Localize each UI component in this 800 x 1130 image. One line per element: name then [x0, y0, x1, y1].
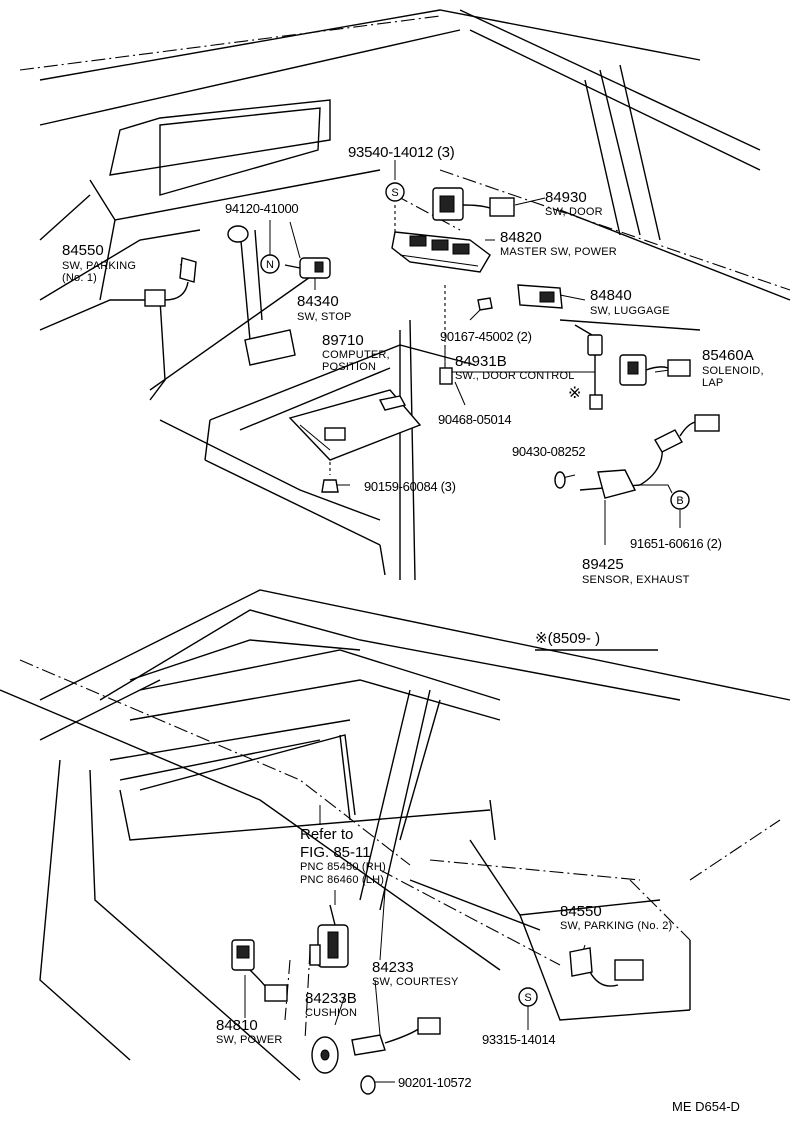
part-84820-master-switch: [391, 231, 491, 273]
part-94120-pedal-assembly: [227, 225, 296, 366]
figure-code: ME D654-D: [672, 1099, 740, 1114]
label-89710-desc: COMPUTER,: [322, 349, 390, 361]
label-84820-number: 84820: [500, 229, 542, 246]
symbol-s-upper: S: [385, 182, 405, 202]
label-85460-desc2: LAP: [702, 377, 724, 389]
label-pnc-lh: PNC 86460 (LH): [300, 874, 385, 886]
label-90167: 90167-45002 (2): [440, 329, 532, 344]
label-84930-desc: SW, DOOR: [545, 206, 603, 218]
label-84233b-desc: CUSHION: [305, 1007, 358, 1019]
part-89425-exhaust-sensor: [554, 414, 720, 499]
svg-text:N: N: [266, 259, 274, 271]
symbol-mark-upper: ※: [568, 385, 582, 402]
label-84340-desc: SW, STOP: [297, 311, 352, 323]
label-89425-number: 89425: [582, 556, 624, 573]
label-85460-desc: SOLENOID,: [702, 365, 764, 377]
part-84550-parking-switch-1: [144, 257, 197, 307]
label-84810-number: 84810: [216, 1017, 258, 1034]
label-refer-fig: FIG. 85-11: [300, 844, 371, 861]
label-84233-number: 84233: [372, 959, 414, 976]
label-94120: 94120-41000: [225, 201, 299, 216]
part-90167-screw: [477, 297, 493, 311]
label-85460-number: 85460A: [702, 347, 754, 364]
label-90201: 90201-10572: [398, 1075, 472, 1090]
label-84931-desc: SW., DOOR CONTROL: [455, 370, 575, 382]
part-84810-power-switch: [231, 939, 288, 1002]
part-93315-courtesy-lower: [351, 1017, 441, 1056]
part-84550-parking-switch-2: [569, 947, 644, 987]
part-84840-luggage-switch: [517, 284, 563, 309]
label-84340-number: 84340: [297, 293, 339, 310]
label-90159: 90159-60084 (3): [364, 479, 456, 494]
part-84931-door-control: [439, 324, 603, 410]
svg-text:S: S: [391, 187, 398, 199]
part-84233b-cushion: [311, 1036, 339, 1074]
label-84550-desc2: (No. 1): [62, 272, 98, 284]
symbol-b: B: [670, 490, 690, 510]
part-89710-computer: [288, 389, 422, 461]
label-90468: 90468-05014: [438, 412, 512, 427]
part-90201-washer: [360, 1075, 376, 1095]
label-pnc-rh: PNC 85450 (RH): [300, 861, 386, 873]
label-refer-to: Refer to: [300, 826, 354, 843]
svg-text:B: B: [676, 495, 683, 507]
label-93540: 93540-14012 (3): [348, 144, 455, 161]
part-84340-stop-switch: [284, 257, 331, 279]
label-84233-desc: SW, COURTESY: [372, 976, 459, 988]
label-84931-number: 84931B: [455, 353, 507, 370]
label-89710-desc2: POSITION: [322, 361, 377, 373]
label-84550b-desc: SW, PARKING (No. 2): [560, 920, 673, 932]
label-90430: 90430-08252: [512, 444, 586, 459]
label-84550b-number: 84550: [560, 903, 602, 920]
svg-text:S: S: [524, 992, 531, 1004]
part-90159-bolt: [321, 479, 339, 493]
label-84840-number: 84840: [590, 287, 632, 304]
label-84550-desc: SW, PARKING: [62, 260, 137, 272]
label-84930-number: 84930: [545, 189, 587, 206]
label-89425-desc: SENSOR, EXHAUST: [582, 574, 690, 586]
label-91651: 91651-60616 (2): [630, 536, 722, 551]
label-93315: 93315-14014: [482, 1032, 556, 1047]
part-85460-solenoid: [619, 354, 691, 386]
part-84233-courtesy-switch: [309, 904, 349, 968]
serial-note: ※(8509- ): [535, 630, 601, 647]
label-89710-number: 89710: [322, 332, 364, 349]
symbol-n: N: [260, 254, 280, 274]
part-84930-door-switch: [432, 187, 515, 221]
lower-body-outline: [0, 589, 791, 1081]
label-84233b-number: 84233B: [305, 990, 357, 1007]
label-84810-desc: SW, POWER: [216, 1034, 283, 1046]
symbol-s-lower: S: [518, 987, 538, 1007]
label-84840-desc: SW, LUGGAGE: [590, 305, 670, 317]
label-84820-desc: MASTER SW, POWER: [500, 246, 617, 258]
label-84550-number: 84550: [62, 242, 104, 259]
